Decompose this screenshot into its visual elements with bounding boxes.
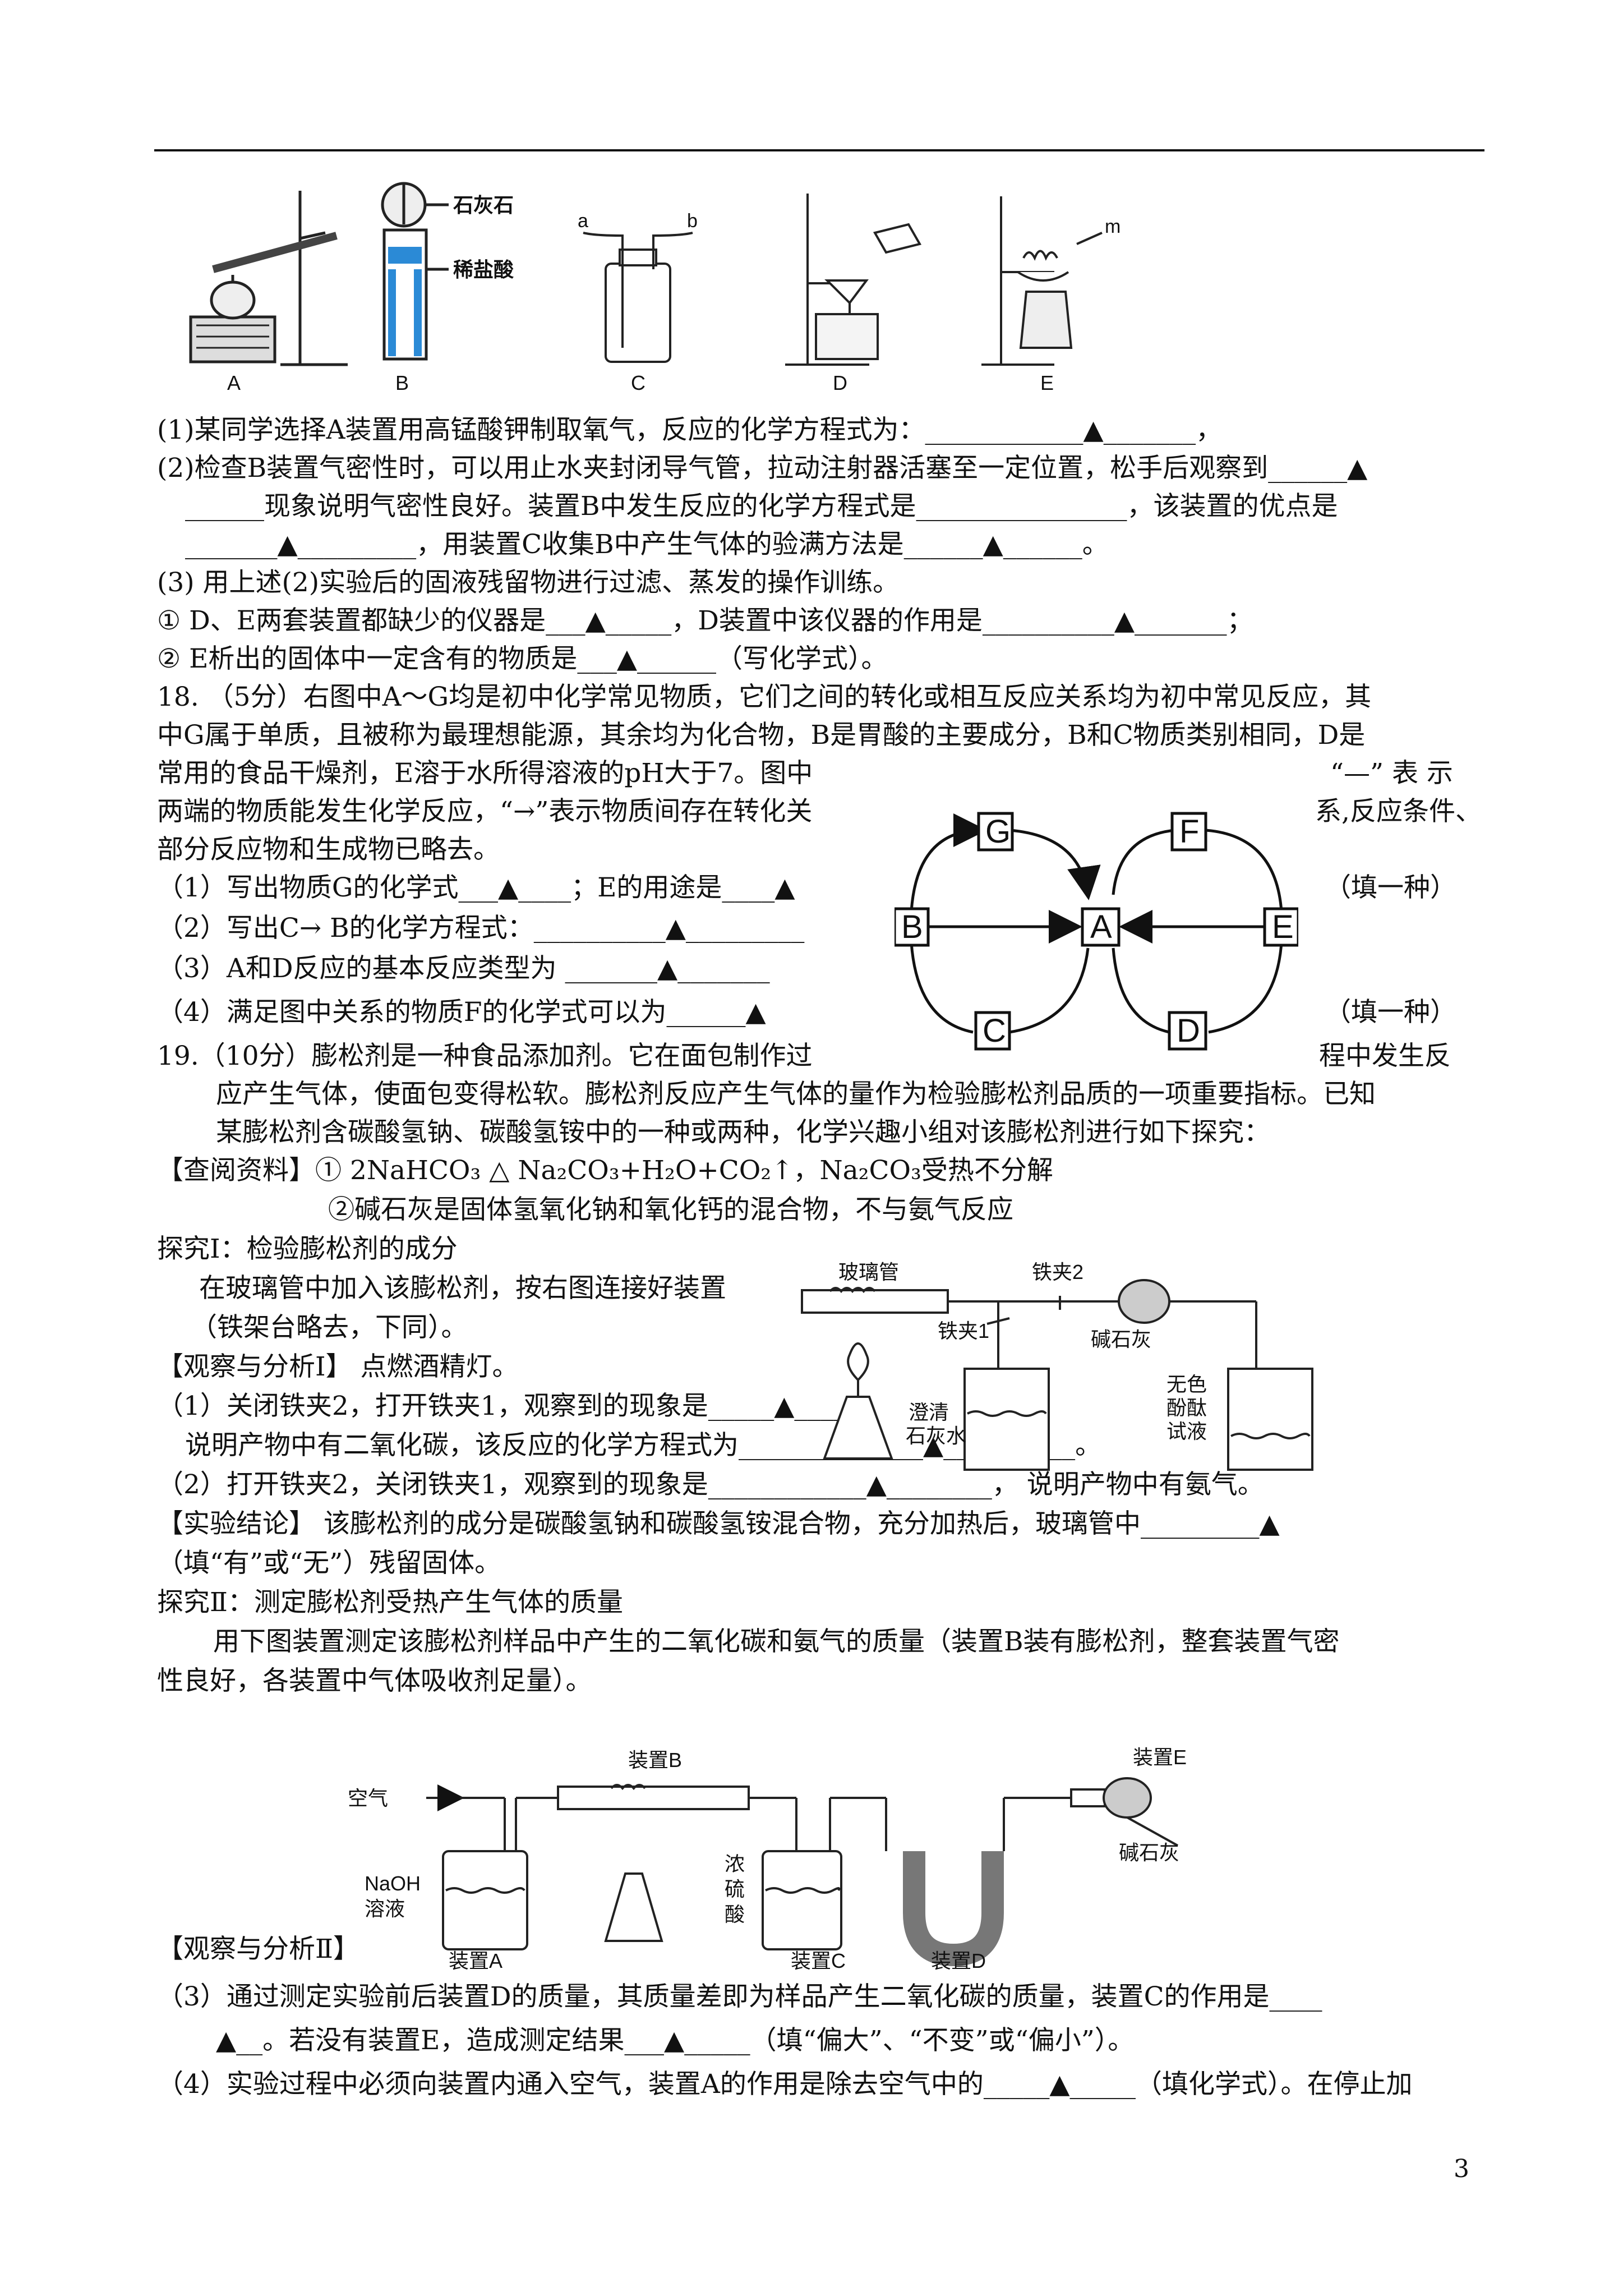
soda-lime-label-2: 碱石灰: [1119, 1841, 1179, 1864]
q17-part3-1: ① D、E两套装置都缺少的仪器是___▲_____，D装置中该仪器的作用是___…: [157, 605, 1253, 636]
device-a-label: 装置A: [449, 1949, 502, 1972]
q18-intro-2: 中G属于单质，且被称为最理想能源，其余均为化合物，B是胃酸的主要成分，B和C物质…: [157, 720, 1366, 751]
q18-part4: （4）满足图中关系的物质F的化学式可以为______▲: [157, 997, 766, 1028]
observe-2: 【观察与分析Ⅱ】: [157, 1934, 359, 1964]
q18-intro-3: 常用的食品干燥剂，E溶于水所得溶液的pH大于7。图中: [157, 758, 813, 789]
node-g: G: [985, 813, 1011, 850]
fill-one-1: （填一种）: [1325, 872, 1456, 903]
conclusion-cont: （填“有”或“无”）残留固体。: [157, 1548, 501, 1579]
phenol-label-2: 酚酞: [1166, 1396, 1207, 1419]
clamp2-label: 铁夹2: [1032, 1260, 1083, 1283]
legend-dash-text: “—” 表 示: [1330, 758, 1453, 789]
node-e: E: [1272, 909, 1294, 945]
node-d-box: [1168, 1011, 1207, 1051]
node-d: D: [1177, 1013, 1200, 1049]
phenol-label-1: 无色: [1166, 1373, 1207, 1396]
apparatus-figure-19b: 空气 装置B 装置E NaOH 溶液 浓 硫 酸 碱石灰 装置A 装置C 装置D: [348, 1746, 1187, 1972]
node-a-box: [1081, 907, 1121, 947]
naoh-label-1: NaOH: [365, 1872, 421, 1895]
q19-intro-2: 应产生气体，使面包变得松软。膨松剂反应产生气体的量作为检验膨松剂品质的一项重要指…: [216, 1079, 1376, 1110]
limestone-label: 石灰石: [453, 194, 514, 217]
q18-part1: （1）写出物质G的化学式___▲____；E的用途是____▲: [157, 872, 795, 903]
soda-lime-bulb-icon: [1118, 1279, 1170, 1324]
q19-part3: （3）通过测定实验前后装置D的质量，其质量差即为样品产生二氧化碳的质量，装置C的…: [157, 1981, 1322, 2012]
relation-diagram: G F B A E C D: [895, 812, 1298, 1051]
q17-part1: (1)某同学选择A装置用高锰酸钾制取氧气，反应的化学方程式为：_________…: [157, 415, 1223, 445]
q19-part3-cont: ▲__。若没有装置E，造成测定结果___▲_____（填“偏大”、“不变”或“偏…: [216, 2025, 1135, 2056]
h2so4-label-3: 酸: [725, 1903, 745, 1926]
clamp1-label: 铁夹1: [938, 1319, 989, 1342]
device-b-tube-icon: [557, 1786, 750, 1810]
phenol-label-3: 试液: [1166, 1420, 1207, 1443]
node-f: F: [1179, 813, 1199, 850]
device-c-label: 装置C: [791, 1949, 846, 1972]
apparatus-figure-19a: 玻璃管 铁夹2 铁夹1 碱石灰 澄清 石灰水 无色 酚酞 试液: [801, 1260, 1313, 1471]
dilute-hcl-label: 稀盐酸: [453, 258, 514, 281]
reference-1: 【查阅资料】① 2NaHCO₃ △ Na₂CO₃+H₂O+CO₂↑，Na₂CO₃…: [157, 1155, 1053, 1186]
explore-2-text: 用下图装置测定该膨松剂样品中产生的二氧化碳和氨气的质量（装置B装有膨松剂，整套装…: [213, 1626, 1340, 1657]
q17-part2-cont2: _______▲_________，用装置C收集B中产生气体的验满方法是____…: [185, 529, 1109, 560]
label-e: E: [1040, 371, 1054, 393]
q18-part3: （3）A和D反应的基本反应类型为 _______▲_______: [157, 953, 770, 984]
m-label: m: [1105, 216, 1121, 237]
node-e-box: [1263, 907, 1298, 947]
limewater-label-1: 澄清: [909, 1401, 949, 1424]
page-number: 3: [1454, 2155, 1469, 2183]
q19-intro-3: 某膨松剂含碳酸氢钠、碳酸氢铵中的一种或两种，化学兴趣小组对该膨松剂进行如下探究：: [216, 1117, 1270, 1148]
explore-1-text-2: （铁架台略去，下同）。: [191, 1312, 468, 1343]
q17-part3: (3) 用上述(2)实验后的固液残留物进行过滤、蒸发的操作训练。: [157, 567, 900, 598]
node-c-box: [974, 1011, 1011, 1051]
port-a-label: a: [578, 210, 588, 232]
h2so4-label-2: 硫: [725, 1878, 745, 1901]
q19-part1: （1）关闭铁夹2，打开铁夹1，观察到的现象是_____▲_____，: [157, 1391, 887, 1421]
node-c: C: [983, 1013, 1006, 1049]
device-e-bulb-icon: [1103, 1777, 1152, 1819]
q18-intro-4: 两端的物质能发生化学反应，“→”表示物质间存在转化关: [157, 796, 813, 827]
fill-one-2: （填一种）: [1325, 997, 1456, 1028]
air-label: 空气: [348, 1787, 388, 1810]
burner-block-icon: [189, 315, 276, 364]
q18-part2: （2）写出C→ B的化学方程式：__________▲_________: [157, 913, 805, 944]
q19-part1-cont: 说明产物中有二氧化碳，该反应的化学方程式为______________▲____…: [185, 1430, 1102, 1461]
explore-2-text-2: 性良好，各装置中气体吸收剂足量）。: [157, 1665, 592, 1696]
q19-part2: （2）打开铁夹2，关闭铁夹1，观察到的现象是____________▲_____…: [157, 1469, 1264, 1500]
header-rule: [154, 149, 1484, 151]
label-d: D: [833, 371, 847, 393]
legend-cont-text: 系,反应条件、: [1315, 796, 1482, 827]
soda-lime-label: 碱石灰: [1091, 1328, 1151, 1351]
q18-intro-5: 部分反应物和生成物已略去。: [157, 834, 500, 865]
device-e-label: 装置E: [1133, 1746, 1187, 1769]
explore-1-title: 探究Ⅰ：检验膨松剂的成分: [157, 1234, 458, 1264]
q19-intro-right: 程中发生反: [1319, 1041, 1451, 1071]
reference-2: ②碱石灰是固体氢氧化钠和氧化钙的混合物，不与氨气反应: [328, 1194, 1013, 1225]
q17-part2-cont: ______现象说明气密性良好。装置B中发生反应的化学方程式是_________…: [185, 491, 1338, 522]
q19-intro: 19.（10分）膨松剂是一种食品添加剂。它在面包制作过: [157, 1041, 813, 1071]
glass-tube-label: 玻璃管: [838, 1260, 899, 1283]
node-f-box: [1170, 812, 1207, 852]
label-a: A: [227, 371, 241, 393]
q17-part3-2: ② E析出的固体中一定含有的物质是___▲______（写化学式）。: [157, 643, 888, 674]
limewater-label-2: 石灰水: [906, 1424, 966, 1447]
device-d-label: 装置D: [931, 1949, 986, 1972]
node-g-box: [977, 812, 1014, 852]
explore-2-title: 探究Ⅱ：测定膨松剂受热产生气体的质量: [157, 1587, 623, 1618]
q18-intro: 18. （5分）右图中A～G均是初中化学常见物质，它们之间的转化或相互反应关系均…: [157, 682, 1372, 712]
apparatus-figure-ae: A 石灰石 稀盐酸 B a b C D: [189, 182, 1121, 393]
q17-part2: (2)检查B装置气密性时，可以用止水夹封闭导气管，拉动注射器活塞至一定位置，松手…: [157, 453, 1368, 484]
node-a: A: [1090, 909, 1112, 945]
node-b-box: [895, 907, 930, 947]
q19-part4: （4）实验过程中必须向装置内通入空气，装置A的作用是除去空气中的_____▲__…: [157, 2069, 1413, 2100]
observe-1: 【观察与分析Ⅰ】 点燃酒精灯。: [157, 1351, 519, 1382]
label-b: B: [395, 371, 409, 393]
conclusion: 【实验结论】 该膨松剂的成分是碳酸氢钠和碳酸氢铵混合物，充分加热后，玻璃管中__…: [157, 1508, 1280, 1539]
glass-tube-icon: [801, 1289, 949, 1314]
h2so4-label-1: 浓: [725, 1852, 745, 1875]
node-b: B: [901, 909, 923, 945]
explore-1-text: 在玻璃管中加入该膨松剂，按右图连接好装置: [199, 1273, 726, 1304]
naoh-label-2: 溶液: [365, 1897, 405, 1920]
device-b-label: 装置B: [628, 1749, 682, 1772]
label-c: C: [631, 371, 645, 393]
port-b-label: b: [687, 210, 698, 232]
